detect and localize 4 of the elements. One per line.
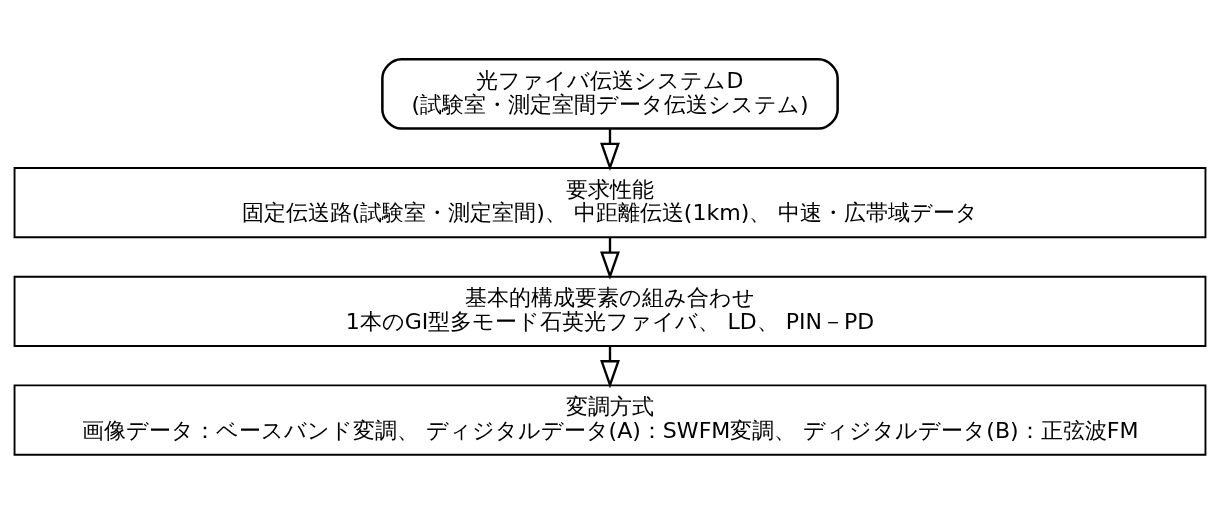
node-box: 要求性能 固定伝送路(試験室・測定室間)、 中距離伝送(1km)、 中速・広帯域データ: [13, 166, 1207, 238]
node-box: 変調方式 画像データ：ベースバンド変調、 ディジタルデータ(A)：SWFM変調、 ディジタルデータ(B)：正弦波FM: [13, 383, 1207, 456]
node-box: 光ファイバ伝送システムD (試験室・測定室間データ伝送システム): [381, 57, 839, 130]
node-box: 基本的構成要素の組み合わせ 1本のGI型多モード石英光ファイバ、 LD、 PIN－PD: [13, 275, 1207, 347]
